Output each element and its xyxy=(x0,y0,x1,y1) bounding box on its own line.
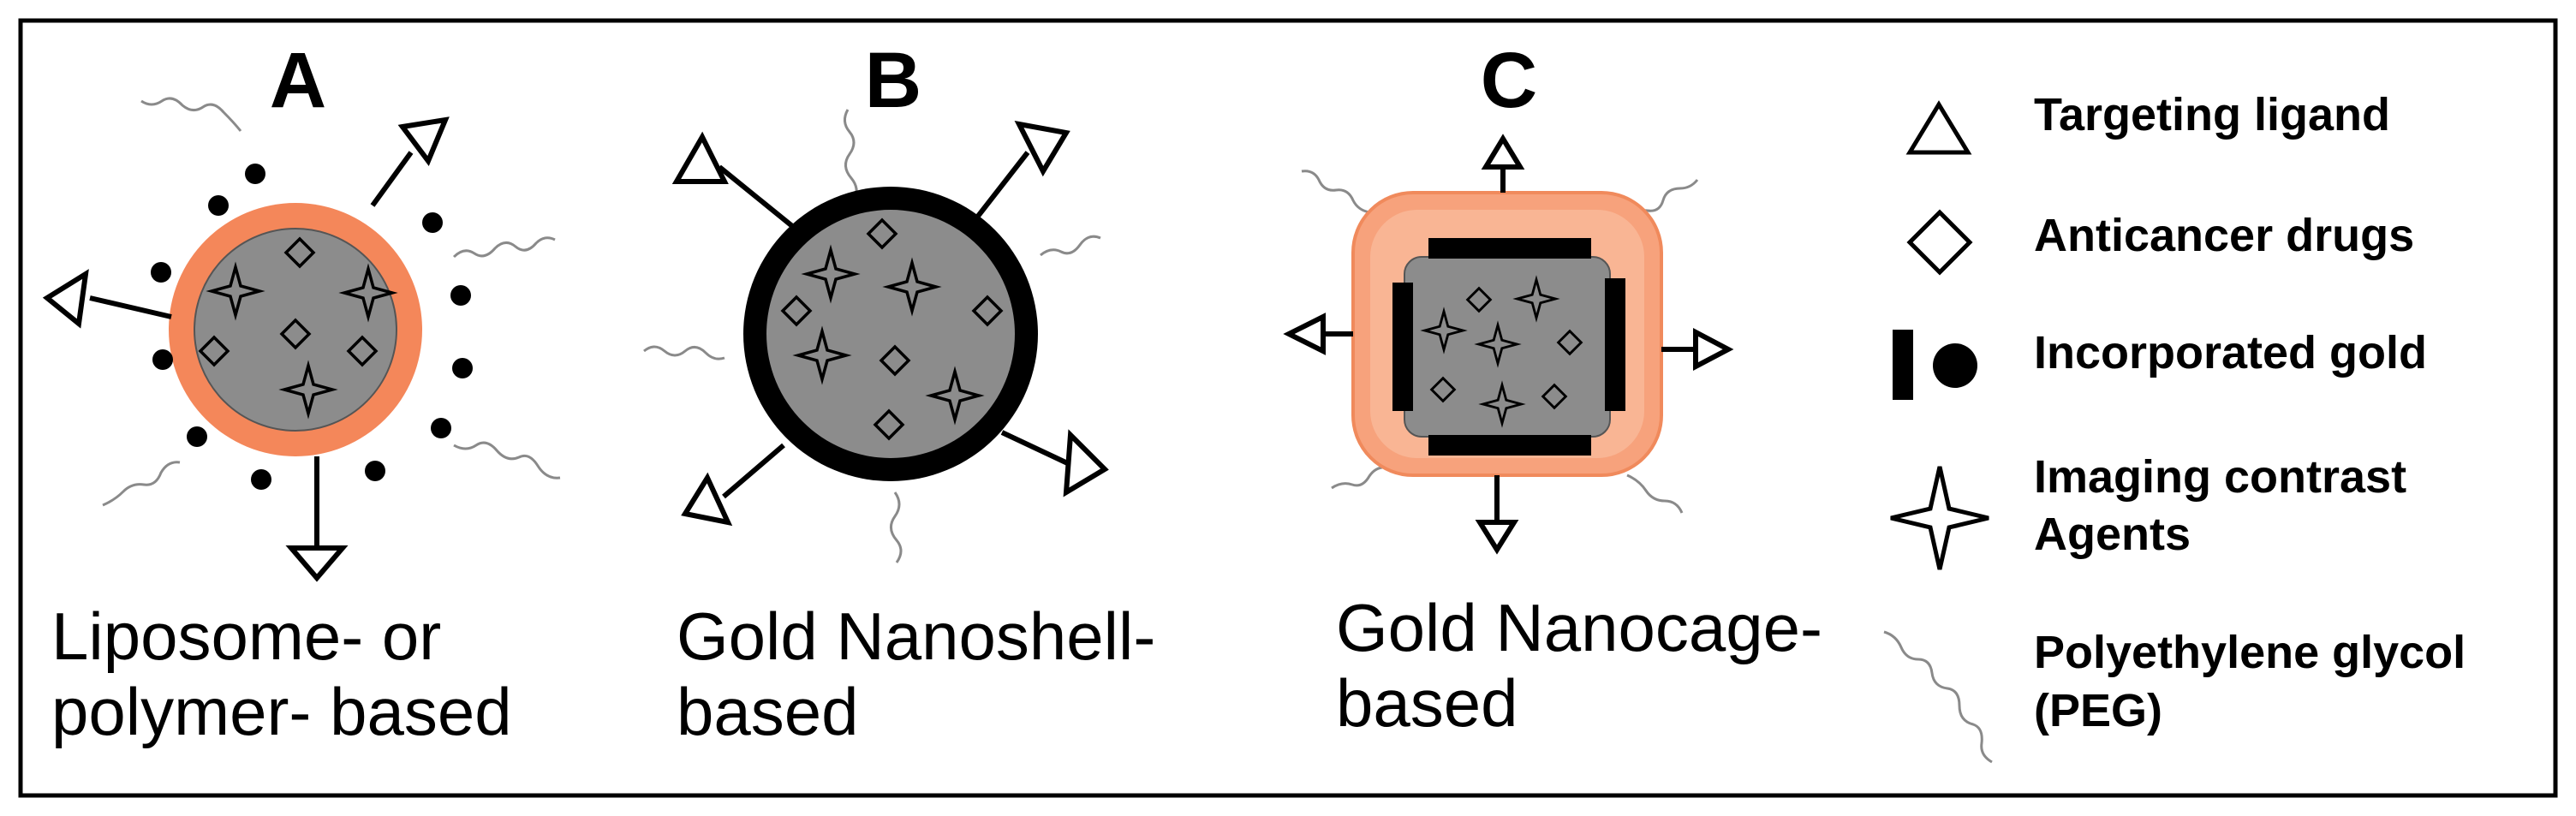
peg-chains-b xyxy=(643,109,1101,563)
panel-a-caption-line1: Liposome- or xyxy=(51,599,441,674)
panel-c: C xyxy=(1283,37,1822,741)
panel-c-caption-line2: based xyxy=(1336,665,1518,741)
targeting-ligands-a xyxy=(42,116,450,582)
gold-bar-icon xyxy=(1893,330,1913,400)
panel-b-caption-line1: Gold Nanoshell- xyxy=(677,599,1155,674)
liposome-core xyxy=(194,228,397,432)
panel-c-letter: C xyxy=(1481,37,1537,124)
figure-border xyxy=(18,18,2558,798)
panel-a-letter: A xyxy=(270,37,326,124)
panel-b-caption-line2: based xyxy=(677,674,859,749)
legend-imaging-line2: Agents xyxy=(2034,509,2191,560)
gold-dot-icon xyxy=(1933,343,1977,388)
targeting-ligands-b xyxy=(671,120,1109,527)
peg-chain-icon xyxy=(1883,630,1993,764)
legend-peg-line2: (PEG) xyxy=(2034,685,2162,736)
panel-a: A xyxy=(42,37,561,749)
nanoshell-core xyxy=(766,210,1015,458)
peg-chains-a xyxy=(102,97,561,507)
legend-targeting-ligand: Targeting ligand xyxy=(2034,89,2390,140)
panel-c-caption-line1: Gold Nanocage- xyxy=(1336,590,1822,665)
panel-b: B Go xyxy=(643,37,1155,749)
triangle-icon xyxy=(1905,100,1972,155)
legend-peg-line1: Polyethylene glycol xyxy=(2034,627,2466,678)
star-icon xyxy=(1890,466,1989,570)
nanocage-gold-walls xyxy=(1392,238,1625,456)
legend-imaging-line1: Imaging contrast xyxy=(2034,451,2406,503)
panel-a-caption-line2: polymer- based xyxy=(51,674,512,749)
legend-anticancer-drugs: Anticancer drugs xyxy=(2034,210,2414,261)
diamond-icon xyxy=(1906,209,1973,276)
incorporated-gold-dots-a xyxy=(151,164,473,490)
panel-b-letter: B xyxy=(865,37,921,124)
legend-incorporated-gold: Incorporated gold xyxy=(2034,327,2427,378)
legend: Targeting ligand Anticancer drugs Incorp… xyxy=(1883,89,2466,764)
targeting-ligands-c xyxy=(1283,134,1734,555)
